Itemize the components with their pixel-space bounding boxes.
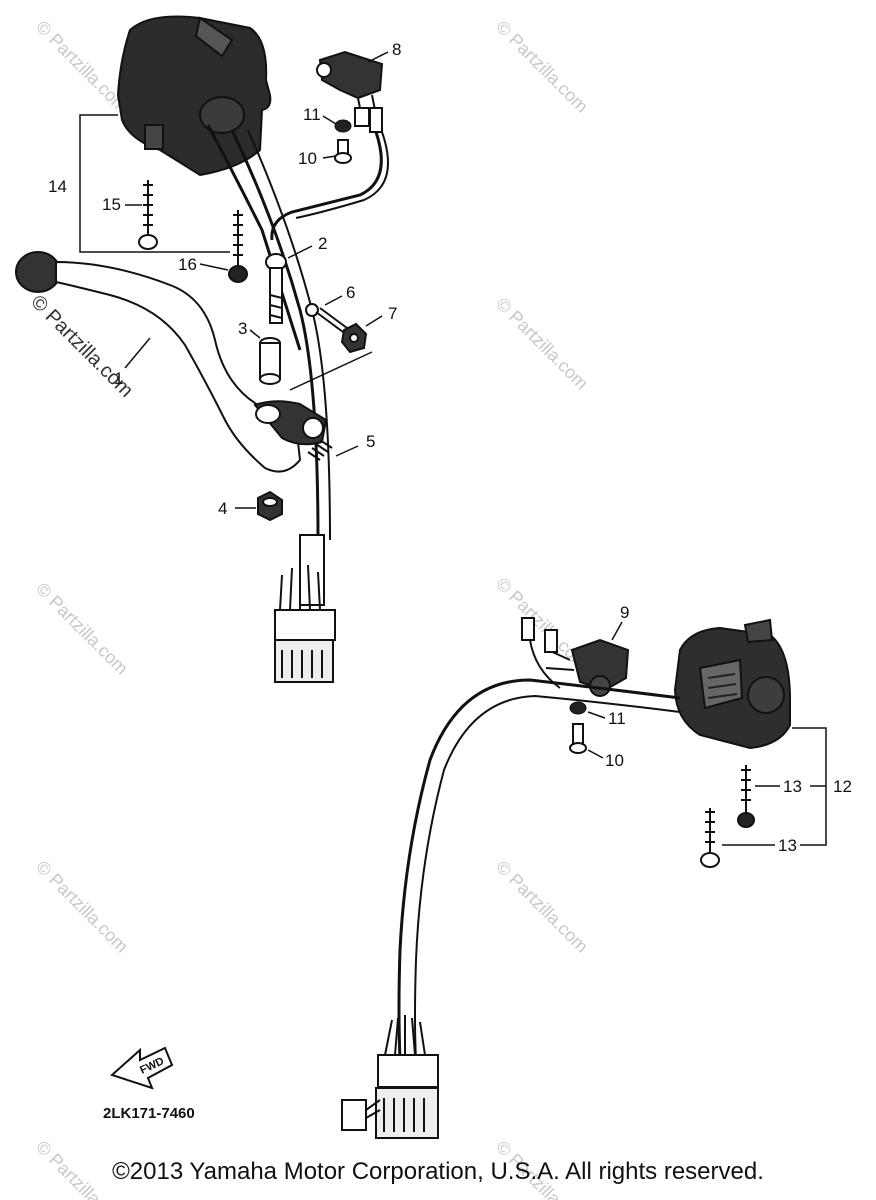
callout-3: 3 [238, 319, 247, 338]
washer-11-top [334, 119, 352, 133]
callout-13-upper: 13 [783, 777, 802, 796]
leader-6 [324, 295, 343, 306]
leader-lever-pivot [289, 351, 373, 391]
leader-10-top [322, 155, 337, 159]
leader-16 [199, 263, 229, 271]
callout-10-right: 10 [605, 751, 624, 770]
right-main-cable-edge [414, 694, 681, 1061]
leader-9 [611, 621, 623, 641]
screw-10-top [334, 139, 352, 164]
bracket-14 [79, 114, 230, 253]
bolt-6 [305, 303, 348, 333]
callout-11-right: 11 [608, 709, 626, 728]
callout-6: 6 [346, 283, 355, 302]
callout-10-top: 10 [298, 149, 317, 168]
callout-4: 4 [218, 499, 227, 518]
callout-9: 9 [620, 603, 629, 622]
left-switch-grip [199, 96, 302, 351]
collar-3 [259, 337, 281, 385]
leader-10-right [587, 749, 604, 759]
callout-16: 16 [178, 255, 197, 274]
callout-11-top: 11 [303, 105, 321, 124]
left-connector [274, 534, 336, 683]
right-switch-housing [673, 618, 791, 750]
screw-16 [228, 210, 248, 283]
watermark: © Partzilla.com [32, 579, 132, 679]
screw-15 [138, 180, 158, 250]
spring-5 [307, 439, 359, 461]
leader-2 [287, 245, 313, 259]
left-main-cable [230, 129, 320, 541]
clutch-lever [15, 251, 328, 473]
callout-12: 12 [833, 777, 852, 796]
callout-14: 14 [48, 177, 67, 196]
callout-group: 1 2 3 4 5 6 7 8 9 10 10 11 11 12 13 13 1… [48, 40, 852, 855]
diagram-code: 2LK171-7460 [103, 1105, 195, 1122]
bolt-2 [265, 253, 287, 324]
leader-11-top [322, 115, 337, 125]
nut-7 [340, 322, 368, 354]
callout-1: 1 [114, 369, 123, 388]
screw-10-right [569, 723, 587, 754]
leader-3 [249, 329, 261, 339]
watermark: © Partzilla.com [32, 857, 132, 957]
callout-8: 8 [392, 40, 401, 59]
callout-15: 15 [102, 195, 121, 214]
leader-7 [365, 315, 383, 327]
watermark: © Partzilla.com [492, 294, 592, 394]
leader-8 [367, 51, 389, 63]
screw-13-upper [737, 765, 755, 828]
clutch-switch [270, 50, 389, 241]
callout-5: 5 [366, 432, 375, 451]
fwd-arrow-icon: FWD [110, 1046, 174, 1090]
watermark: © Partzilla.com [32, 17, 132, 117]
right-connector [341, 1015, 439, 1139]
nut-4 [257, 490, 283, 522]
washer-11-right [569, 701, 587, 715]
left-switch-housing [116, 15, 272, 177]
callout-13-lower: 13 [778, 836, 797, 855]
watermark: © Partzilla.com [492, 17, 592, 117]
copyright-text: ©2013 Yamaha Motor Corporation, U.S.A. A… [112, 1158, 764, 1185]
screw-13-lower [700, 808, 720, 868]
watermark: © Partzilla.com [492, 857, 592, 957]
leader-11-right [587, 711, 606, 719]
leader-1 [124, 337, 151, 369]
callout-2: 2 [318, 234, 327, 253]
brake-switch [521, 617, 630, 697]
callout-7: 7 [388, 304, 397, 323]
right-main-cable [397, 678, 681, 1061]
